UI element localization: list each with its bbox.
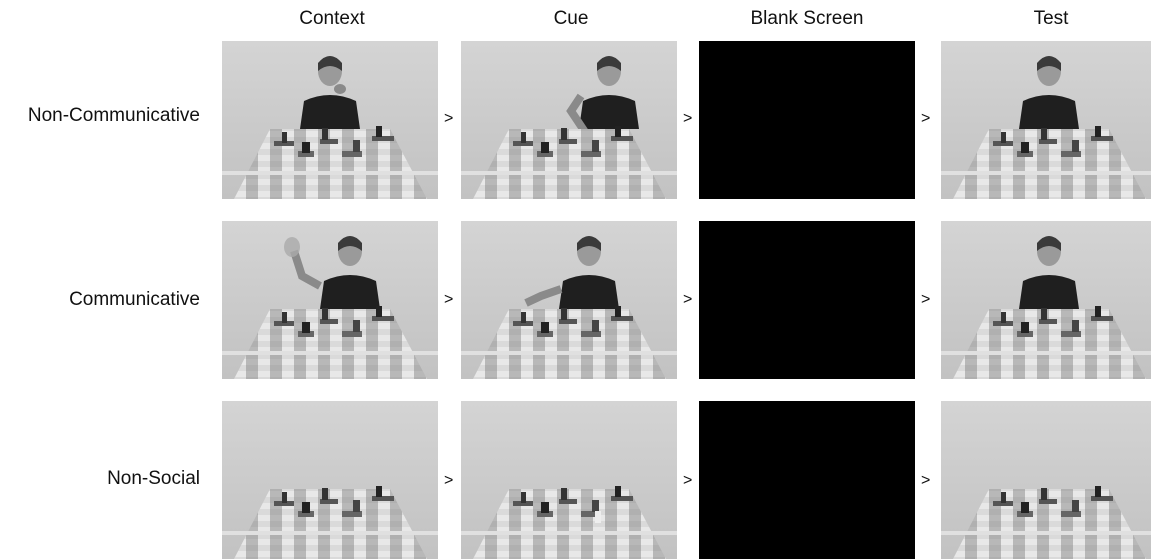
panel-communicative-context	[222, 221, 438, 379]
row-label-non-social: Non-Social	[0, 468, 200, 490]
arrow-r3-a: >	[444, 472, 453, 490]
arrow-r2-b: >	[683, 291, 692, 309]
arrow-r2-a: >	[444, 291, 453, 309]
scene-empty-table-object-moved-image	[461, 401, 677, 559]
scene-looking-down-image	[941, 41, 1151, 199]
scene-empty-table-image	[941, 401, 1151, 559]
arrow-r2-c: >	[921, 291, 930, 309]
arrow-r3-c: >	[921, 472, 930, 490]
panel-non-social-cue	[461, 401, 677, 559]
arrow-r1-a: >	[444, 110, 453, 128]
column-header-cue: Cue	[461, 8, 681, 30]
panel-non-social-blank-screen	[699, 401, 915, 559]
panel-non-social-test	[941, 401, 1151, 559]
panel-communicative-blank-screen	[699, 221, 915, 379]
scene-hand-at-chin-image	[222, 41, 438, 199]
scene-looking-down-image	[941, 221, 1151, 379]
panel-non-communicative-test	[941, 41, 1151, 199]
scene-waving-image	[222, 221, 438, 379]
column-header-test: Test	[941, 8, 1151, 30]
panel-non-communicative-blank-screen	[699, 41, 915, 199]
column-header-context: Context	[222, 8, 442, 30]
arrow-r3-b: >	[683, 472, 692, 490]
scene-empty-table-image	[222, 401, 438, 559]
scene-reaching-image	[461, 41, 677, 199]
panel-non-communicative-cue	[461, 41, 677, 199]
row-label-non-communicative: Non-Communicative	[0, 105, 200, 127]
arrow-r1-b: >	[683, 110, 692, 128]
panel-communicative-cue	[461, 221, 677, 379]
panel-non-communicative-context	[222, 41, 438, 199]
panel-non-social-context	[222, 401, 438, 559]
panel-communicative-test	[941, 221, 1151, 379]
scene-reaching-image	[461, 221, 677, 379]
arrow-r1-c: >	[921, 110, 930, 128]
row-label-communicative: Communicative	[0, 289, 200, 311]
column-header-blank-screen: Blank Screen	[697, 8, 917, 30]
